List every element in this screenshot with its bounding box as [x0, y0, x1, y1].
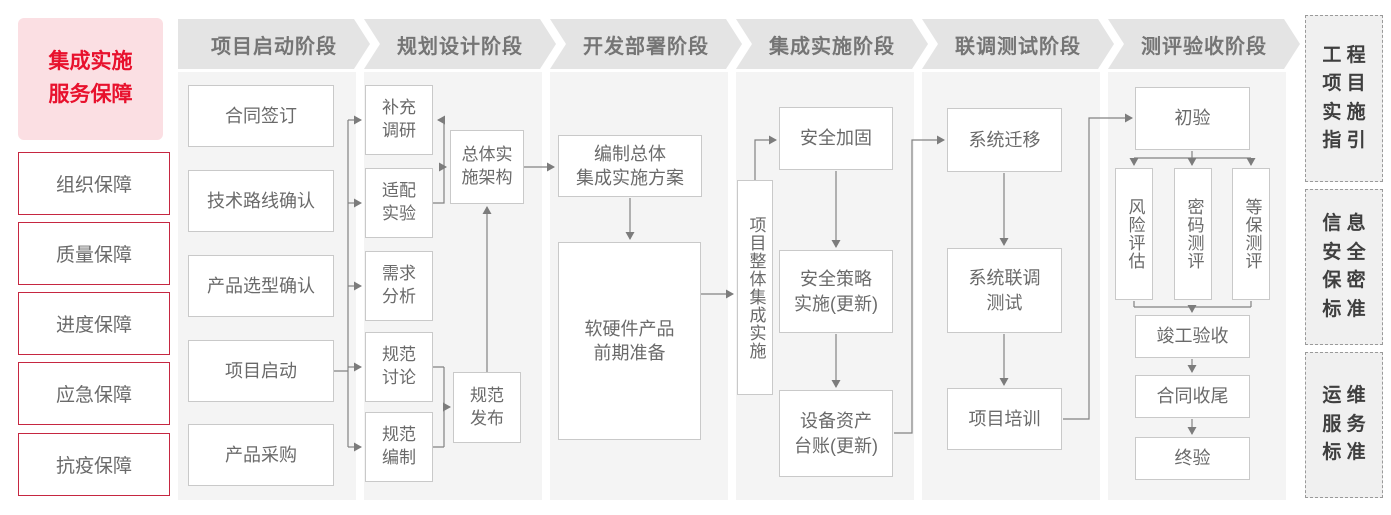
diagram-title: 集成实施 服务保障 [18, 18, 163, 140]
phase-header-acceptance: 测评验收阶段 [1108, 19, 1300, 69]
node-overall-integration-plan: 编制总体 集成实施方案 [558, 135, 702, 197]
node-product-selection-confirm: 产品选型确认 [188, 255, 334, 317]
node-preliminary-acceptance: 初验 [1135, 87, 1250, 150]
node-classified-protection-eval: 等保测评 [1232, 168, 1270, 300]
node-tech-route-confirm: 技术路线确认 [188, 170, 334, 232]
node-project-kickoff: 项目启动 [188, 340, 334, 402]
node-adaptation-experiment: 适配 实验 [365, 168, 433, 238]
node-product-procurement: 产品采购 [188, 424, 334, 486]
guarantee-item-schedule: 进度保障 [18, 292, 170, 355]
node-requirement-analysis: 需求 分析 [365, 251, 433, 321]
node-crypto-evaluation: 密码测评 [1174, 168, 1212, 300]
node-project-training: 项目培训 [947, 388, 1062, 450]
node-contract-signing: 合同签订 [188, 85, 334, 147]
node-security-hardening: 安全加固 [779, 107, 893, 170]
node-security-policy-impl: 安全策略 实施(更新) [779, 250, 893, 333]
node-risk-assessment: 风险评估 [1115, 168, 1153, 300]
node-contract-closure: 合同收尾 [1135, 375, 1250, 418]
guarantee-item-quality: 质量保障 [18, 222, 170, 285]
node-final-acceptance: 终验 [1135, 437, 1250, 480]
node-hw-sw-preparation: 软硬件产品 前期准备 [558, 242, 701, 440]
node-spec-release: 规范 发布 [453, 372, 521, 443]
phase-header-development: 开发部署阶段 [550, 19, 742, 69]
phase-header-planning: 规划设计阶段 [364, 19, 556, 69]
node-system-migration: 系统迁移 [947, 108, 1062, 172]
phase-header-initiation: 项目启动阶段 [178, 19, 370, 69]
standard-om-service: 运 维 服 务 标 准 [1305, 352, 1383, 498]
standard-info-security-confidentiality: 信 息 安 全 保 密 标 准 [1305, 189, 1383, 345]
node-system-joint-test: 系统联调 测试 [947, 248, 1062, 333]
node-spec-discussion: 规范 讨论 [365, 332, 433, 402]
node-overall-project-integration: 项目整体集成实施 [737, 180, 773, 395]
node-overall-impl-architecture: 总体实 施架构 [450, 130, 524, 204]
guarantee-item-epidemic: 抗疫保障 [18, 433, 170, 496]
standard-project-implementation-guideline: 工 程 项 目 实 施 指 引 [1305, 15, 1383, 182]
node-completion-acceptance: 竣工验收 [1135, 315, 1250, 358]
phase-header-joint-test: 联调测试阶段 [922, 19, 1114, 69]
node-supplementary-research: 补充 调研 [365, 85, 433, 155]
node-asset-ledger-update: 设备资产 台账(更新) [779, 390, 893, 477]
guarantee-item-organization: 组织保障 [18, 152, 170, 215]
phase-header-integration: 集成实施阶段 [736, 19, 928, 69]
node-spec-drafting: 规范 编制 [365, 412, 433, 482]
guarantee-item-emergency: 应急保障 [18, 362, 170, 425]
